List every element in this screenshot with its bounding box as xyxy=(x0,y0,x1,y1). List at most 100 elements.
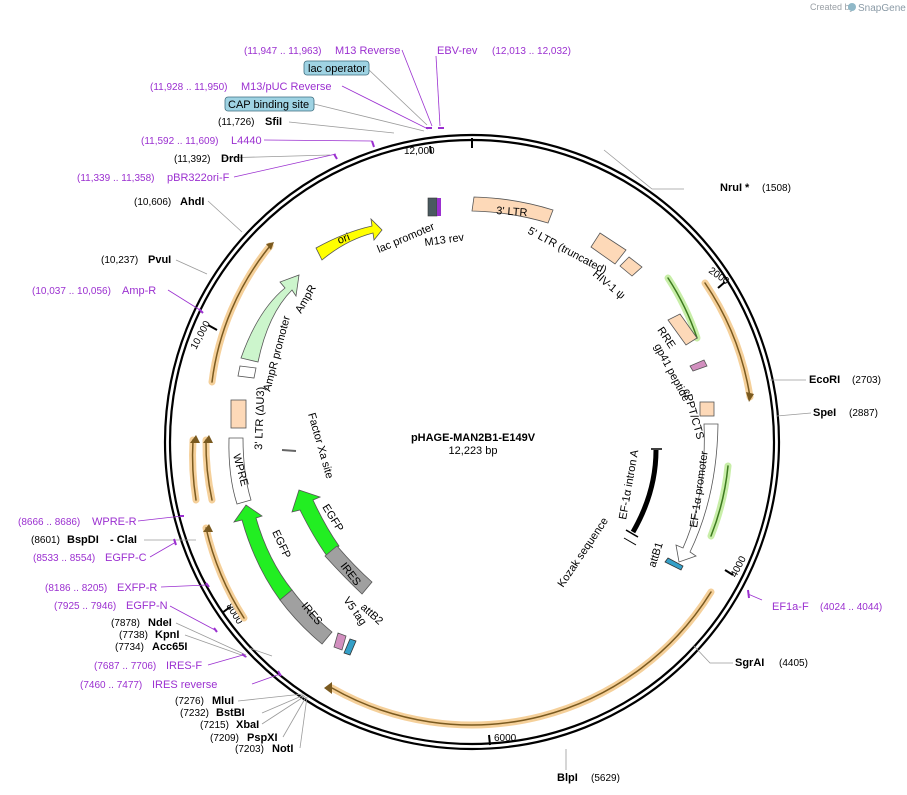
feature-attb2 xyxy=(343,638,357,656)
enzyme-bspdi-clai[interactable]: (8601) BspDI - ClaI xyxy=(31,534,137,546)
enzyme-ndei[interactable]: (7878) NdeI xyxy=(111,617,172,629)
svg-text:SpeI: SpeI xyxy=(813,407,836,419)
svg-text:(2887): (2887) xyxy=(849,408,878,419)
svg-text:PspXI: PspXI xyxy=(247,732,278,744)
enzyme-bstbi[interactable]: (7232) BstBI xyxy=(180,707,245,719)
primer-pbr322ori-f[interactable]: (11,339 .. 11,358) pBR322ori-F xyxy=(77,172,230,184)
svg-text:(7276): (7276) xyxy=(175,696,204,707)
svg-text:EGFP-C: EGFP-C xyxy=(105,552,147,564)
svg-text:(10,237): (10,237) xyxy=(101,255,138,266)
svg-text:CAP binding site: CAP binding site xyxy=(228,99,309,111)
label-factor-xa: Factor Xa site xyxy=(305,412,335,481)
svg-text:Amp-R: Amp-R xyxy=(122,285,156,297)
label-hiv: HIV-1 ψ xyxy=(590,268,627,302)
enzyme-spei[interactable]: SpeI (2887) xyxy=(813,407,878,419)
enzyme-ecori[interactable]: EcoRI (2703) xyxy=(809,374,881,386)
feature-ltr3 xyxy=(471,196,554,224)
primer-l4440[interactable]: (11,592 .. 11,609) L4440 xyxy=(141,135,262,147)
credit-text: Created by xyxy=(810,2,855,12)
svg-text:XbaI: XbaI xyxy=(236,719,259,731)
enzyme-acc65i[interactable]: (7734) Acc65I xyxy=(115,641,187,653)
enzyme-mlui[interactable]: (7276) MluI xyxy=(175,695,234,707)
svg-text:(11,339 .. 11,358): (11,339 .. 11,358) xyxy=(77,173,154,184)
primer-m13-reverse[interactable]: (11,947 .. 11,963) M13 Reverse xyxy=(244,45,400,57)
svg-text:(8666 .. 8686): (8666 .. 8686) xyxy=(18,517,80,528)
primer-amp-r[interactable]: (10,037 .. 10,056) Amp-R xyxy=(32,285,156,297)
enzyme-noti[interactable]: (7203) NotI xyxy=(235,743,293,755)
label-ltr3-du3: 3' LTR (ΔU3) xyxy=(253,387,267,450)
feature-ltr5 xyxy=(590,232,627,265)
svg-text:(7878): (7878) xyxy=(111,618,140,629)
feature-attb1 xyxy=(664,557,684,571)
svg-text:(7460 .. 7477): (7460 .. 7477) xyxy=(80,680,142,691)
primer-egfp-n[interactable]: (7925 .. 7946) EGFP-N xyxy=(54,600,168,612)
svg-text:(7203): (7203) xyxy=(235,744,264,755)
svg-text:(11,947 .. 11,963): (11,947 .. 11,963) xyxy=(244,46,321,57)
svg-text:EcoRI: EcoRI xyxy=(809,374,840,386)
svg-text:(11,726): (11,726) xyxy=(218,117,255,128)
enzyme-nrui[interactable]: NruI * (1508) xyxy=(720,182,791,194)
svg-text:- ClaI: - ClaI xyxy=(110,534,137,546)
label-attb1: attB1 xyxy=(646,541,665,569)
svg-text:(11,928 .. 11,950): (11,928 .. 11,950) xyxy=(150,82,227,93)
tick-marks xyxy=(207,138,734,746)
svg-text:WPRE-R: WPRE-R xyxy=(92,516,137,528)
enzyme-sgrai[interactable]: SgrAI (4405) xyxy=(735,657,808,669)
svg-text:SgrAI: SgrAI xyxy=(735,657,764,669)
enzyme-pvui[interactable]: (10,237) PvuI xyxy=(101,254,171,266)
primer-ires-reverse[interactable]: (7460 .. 7477) IRES reverse xyxy=(80,679,217,691)
feature-ampr xyxy=(240,274,300,363)
svg-text:M13/pUC Reverse: M13/pUC Reverse xyxy=(241,81,331,93)
plasmid-name: pHAGE-MAN2B1-E149V xyxy=(411,432,536,444)
lac-operator-label[interactable]: lac operator xyxy=(303,60,370,76)
svg-text:AhdI: AhdI xyxy=(180,196,204,208)
svg-text:EGFP-N: EGFP-N xyxy=(126,600,168,612)
cap-binding-site-label[interactable]: CAP binding site xyxy=(224,96,315,112)
feature-gp41 xyxy=(689,359,708,372)
primer-wpre-r[interactable]: (8666 .. 8686) WPRE-R xyxy=(18,516,137,528)
feature-ef1a-intron xyxy=(625,448,662,538)
enzyme-kpni[interactable]: (7738) KpnI xyxy=(119,629,179,641)
orf-arrows xyxy=(189,242,754,729)
enzyme-pspxi[interactable]: (7209) PspXI xyxy=(210,732,278,744)
svg-text:(12,013 .. 12,032): (12,013 .. 12,032) xyxy=(492,46,571,57)
svg-text:(8186 .. 8205): (8186 .. 8205) xyxy=(45,583,107,594)
enzyme-drdi[interactable]: (11,392) DrdI xyxy=(174,153,243,165)
svg-text:IRES-F: IRES-F xyxy=(166,660,202,672)
enzyme-xbai[interactable]: (7215) XbaI xyxy=(200,719,259,731)
svg-text:MluI: MluI xyxy=(212,695,234,707)
svg-text:SfiI: SfiI xyxy=(265,116,282,128)
orf-arrowheads xyxy=(190,242,754,694)
svg-text:L4440: L4440 xyxy=(231,135,262,147)
feature-ires-b xyxy=(279,589,333,645)
enzyme-blpi[interactable]: BlpI (5629) xyxy=(557,772,620,784)
svg-text:KpnI: KpnI xyxy=(155,629,179,641)
svg-text:NruI *: NruI * xyxy=(720,182,750,194)
primer-egfp-c[interactable]: (8533 .. 8554) EGFP-C xyxy=(33,552,147,564)
svg-text:(11,392): (11,392) xyxy=(174,154,211,165)
feature-ampr-promoter xyxy=(237,365,257,379)
snapgene-logo-icon xyxy=(848,3,856,11)
svg-text:6000: 6000 xyxy=(494,733,517,744)
label-kozak: Kozak sequence xyxy=(556,516,611,590)
svg-text:lac operator: lac operator xyxy=(308,63,366,75)
feature-factor-xa xyxy=(281,449,297,452)
svg-text:(7738): (7738) xyxy=(119,630,148,641)
primer-exfp-r[interactable]: (8186 .. 8205) EXFP-R xyxy=(45,582,157,594)
enzyme-sfii[interactable]: (11,726) SfiI xyxy=(218,116,282,128)
primer-ef1a-f[interactable]: EF1a-F (4024 .. 4044) xyxy=(772,601,882,613)
svg-text:10,000: 10,000 xyxy=(189,319,213,352)
enzyme-ahdi[interactable]: (10,606) AhdI xyxy=(134,196,204,208)
svg-text:DrdI: DrdI xyxy=(221,153,243,165)
svg-text:NdeI: NdeI xyxy=(148,617,172,629)
svg-text:IRES reverse: IRES reverse xyxy=(152,679,217,691)
svg-text:(7209): (7209) xyxy=(210,733,239,744)
label-ef1a-intron: EF-1α intron A xyxy=(617,448,641,520)
svg-text:BspDI: BspDI xyxy=(67,534,99,546)
svg-text:(4405): (4405) xyxy=(779,658,808,669)
feature-ires-a xyxy=(324,545,373,595)
primer-ebv-rev[interactable]: EBV-rev (12,013 .. 12,032) xyxy=(437,45,571,57)
primer-m13-puc-reverse[interactable]: (11,928 .. 11,950) M13/pUC Reverse xyxy=(150,81,331,93)
primer-ires-f[interactable]: (7687 .. 7706) IRES-F xyxy=(94,660,202,672)
